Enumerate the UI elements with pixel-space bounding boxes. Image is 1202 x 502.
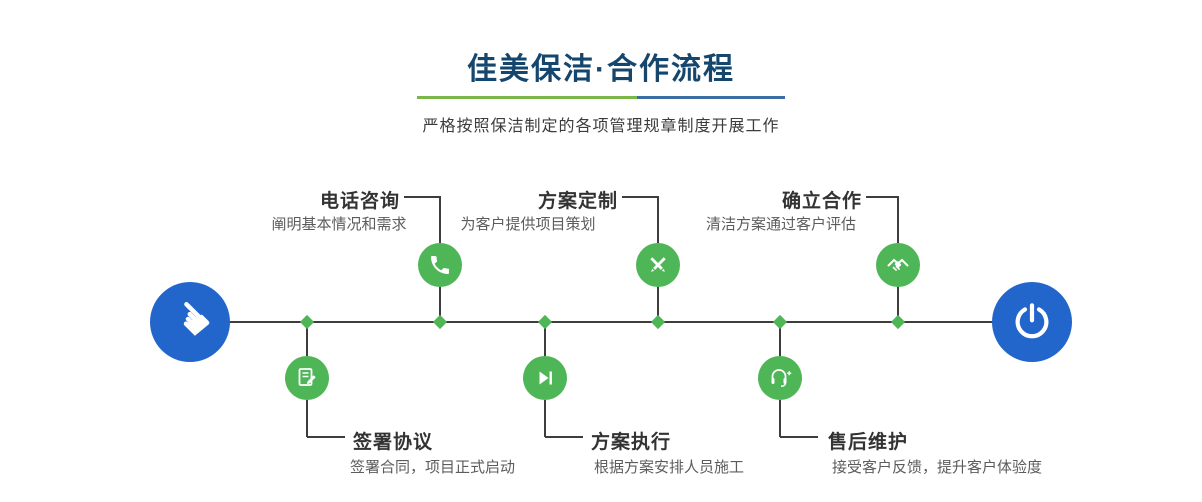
step-node-handshake xyxy=(876,243,920,287)
step-label: 方案定制 xyxy=(537,191,618,212)
step-node-execute xyxy=(523,356,567,400)
connector-line xyxy=(897,287,899,321)
title-underline xyxy=(417,96,785,99)
page-title: 佳美保洁·合作流程 xyxy=(467,53,735,86)
play-icon xyxy=(539,371,552,385)
connector-line xyxy=(544,323,546,356)
timeline-start-node: ☚ xyxy=(150,282,230,362)
branch-diamond xyxy=(650,314,666,330)
connector-line xyxy=(622,196,659,198)
handshake-icon xyxy=(887,258,909,271)
connector-line xyxy=(657,287,659,321)
page-subtitle: 严格按照保洁制定的各项管理规章制度开展工作 xyxy=(422,118,780,135)
connector-line xyxy=(780,436,818,438)
branch-diamond xyxy=(299,314,315,330)
connector-line xyxy=(779,323,781,356)
connector-line xyxy=(439,287,441,321)
step-label: 签署协议 xyxy=(353,432,434,453)
design-icon xyxy=(650,257,666,272)
connector-line xyxy=(897,197,899,243)
underline-blue-segment xyxy=(637,96,785,99)
connector-line xyxy=(439,197,441,243)
branch-diamond xyxy=(890,314,906,330)
connector-line xyxy=(306,400,308,437)
connector-line xyxy=(404,196,441,198)
branch-diamond xyxy=(432,314,448,330)
contract-icon xyxy=(298,368,316,386)
headset-icon xyxy=(771,369,792,388)
step-label: 方案执行 xyxy=(591,432,672,453)
step-label: 售后维护 xyxy=(828,432,909,453)
step-description: 根据方案安排人员施工 xyxy=(594,459,745,476)
connector-line xyxy=(545,436,583,438)
connector-line xyxy=(657,197,659,243)
phone-icon xyxy=(431,256,449,274)
branch-diamond xyxy=(772,314,788,330)
step-description: 清洁方案通过客户评估 xyxy=(705,216,856,233)
step-description: 阐明基本情况和需求 xyxy=(271,216,407,233)
step-label: 电话咨询 xyxy=(319,191,400,212)
step-description: 签署合同，项目正式启动 xyxy=(350,459,516,476)
underline-green-segment xyxy=(417,96,637,99)
step-node-contract xyxy=(285,356,329,400)
hand-pointer-icon: ☚ xyxy=(160,287,224,351)
connector-line xyxy=(306,323,308,356)
connector-line xyxy=(779,400,781,437)
connector-line xyxy=(544,400,546,437)
step-node-aftersale xyxy=(758,356,802,400)
timeline-line xyxy=(190,321,1030,323)
branch-diamond xyxy=(537,314,553,330)
connector-line xyxy=(307,436,345,438)
step-label: 确立合作 xyxy=(781,191,862,212)
power-icon xyxy=(1015,303,1049,339)
step-node-design xyxy=(636,243,680,287)
timeline-end-node xyxy=(992,282,1072,362)
connector-line xyxy=(866,196,899,198)
step-description: 为客户提供项目策划 xyxy=(460,216,596,233)
step-node-phone xyxy=(418,243,462,287)
step-description: 接受客户反馈，提升客户体验度 xyxy=(832,459,1043,476)
